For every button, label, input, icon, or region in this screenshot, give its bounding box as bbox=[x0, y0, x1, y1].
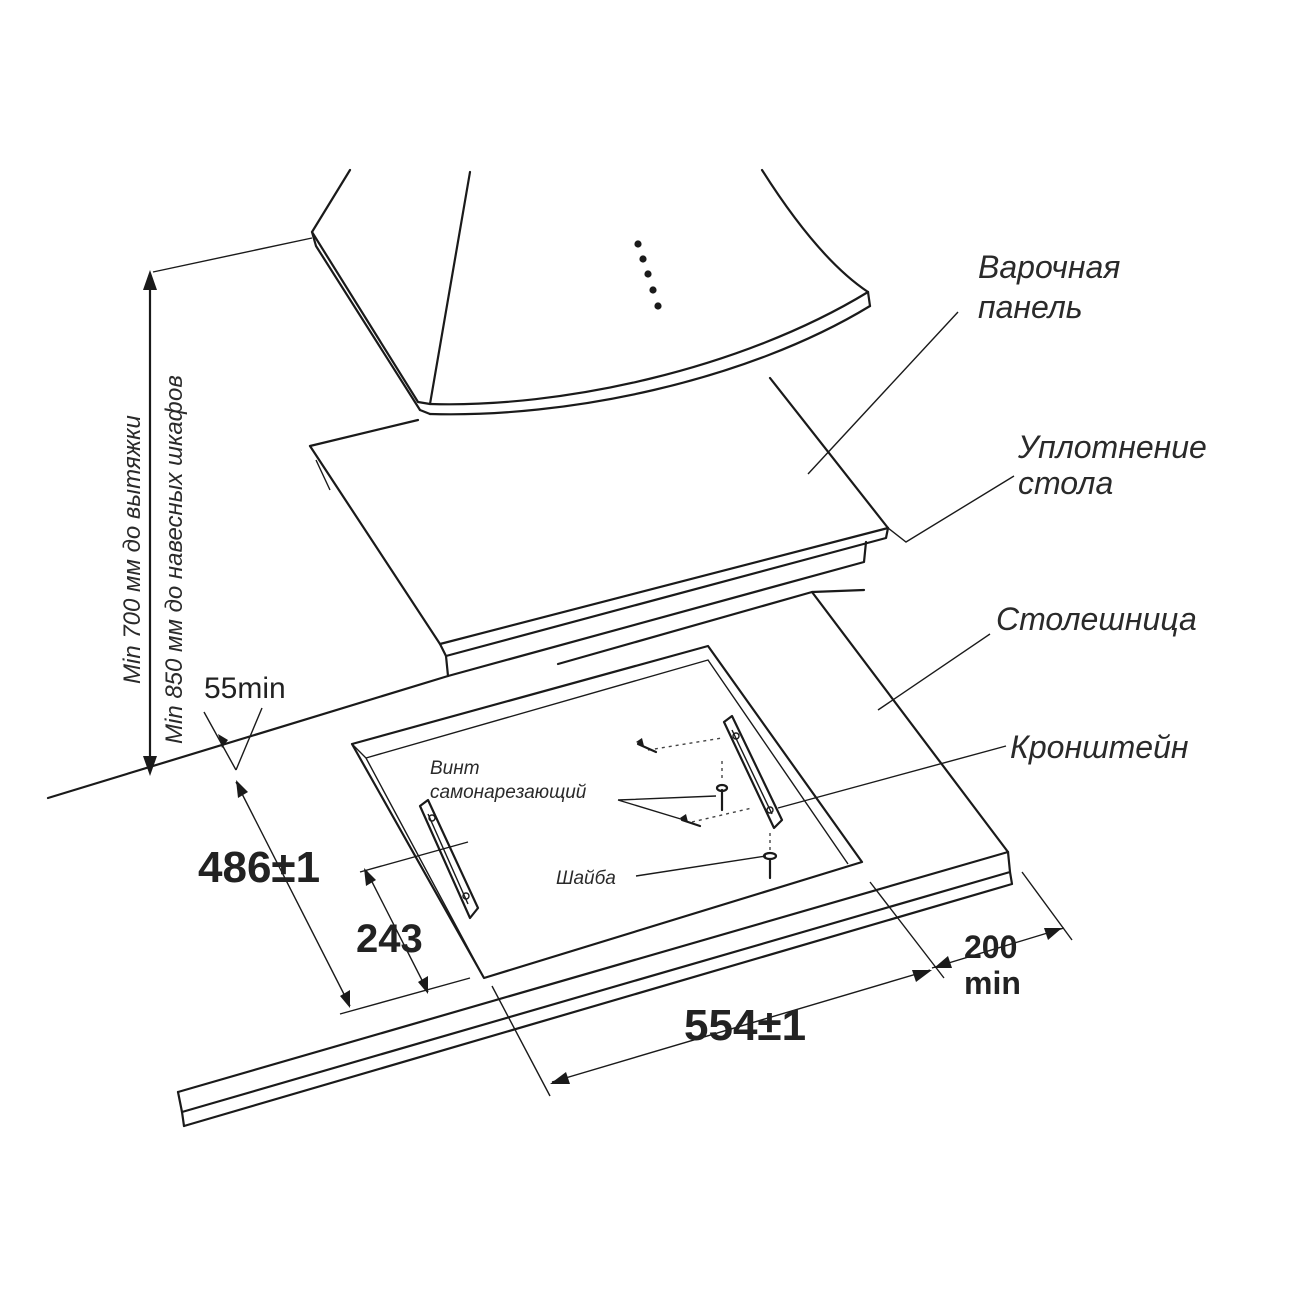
hob-label-line2: панель bbox=[978, 289, 1083, 325]
hob-label-line1: Варочная bbox=[978, 249, 1120, 285]
side-gap-dim bbox=[931, 871, 1073, 969]
bracket-leader bbox=[777, 745, 1007, 809]
countertop bbox=[46, 588, 1014, 1128]
countertop-label: Столешница bbox=[996, 601, 1197, 637]
hob-leader bbox=[807, 311, 959, 475]
bracket-position-label: 243 bbox=[356, 917, 423, 961]
cooktop-panel bbox=[308, 376, 890, 678]
side-gap-label-line2: min bbox=[964, 965, 1021, 1001]
bracket-position-dim bbox=[359, 841, 469, 994]
self-tapping-screws bbox=[636, 737, 753, 828]
width-tolerance: ±1 bbox=[757, 1001, 806, 1050]
hood-control-buttons bbox=[634, 240, 662, 310]
depth-label: 486±1 bbox=[198, 843, 320, 892]
hood-clearance-label: Min 700 мм до вытяжки bbox=[119, 415, 146, 684]
depth-tolerance: ±1 bbox=[271, 843, 320, 892]
seal-label-line1: Уплотнение bbox=[1017, 429, 1207, 465]
washer bbox=[762, 832, 778, 880]
width-dim bbox=[491, 881, 945, 1097]
width-label: 554±1 bbox=[684, 1001, 806, 1050]
side-gap-label-line1: 200 bbox=[964, 929, 1017, 965]
range-hood bbox=[310, 168, 872, 416]
width-value: 554 bbox=[684, 1001, 758, 1050]
depth-value: 486 bbox=[198, 843, 271, 892]
vertical-clearance-dim bbox=[143, 270, 157, 776]
screw-label-line2: самонарезающий bbox=[430, 782, 587, 803]
washer-label: Шайба bbox=[556, 868, 616, 889]
depth-dim bbox=[235, 780, 471, 1015]
cabinet-clearance-label: Min 850 мм до навесных шкафов bbox=[161, 375, 188, 744]
bracket-left bbox=[418, 798, 480, 920]
wall-gap-dim bbox=[203, 707, 263, 771]
hood-level-line bbox=[152, 237, 313, 273]
wall-gap-label: 55min bbox=[204, 672, 286, 705]
seal-leader bbox=[887, 475, 1015, 543]
screw-leader bbox=[617, 795, 717, 821]
washer-leader bbox=[635, 855, 767, 877]
bracket-label: Кронштейн bbox=[1010, 729, 1188, 765]
screw-label-line1: Винт bbox=[430, 758, 480, 779]
seal-label-line2: стола bbox=[1018, 465, 1113, 501]
countertop-leader bbox=[877, 633, 991, 711]
bracket-right bbox=[722, 714, 784, 830]
countertop-cutout bbox=[350, 644, 864, 980]
